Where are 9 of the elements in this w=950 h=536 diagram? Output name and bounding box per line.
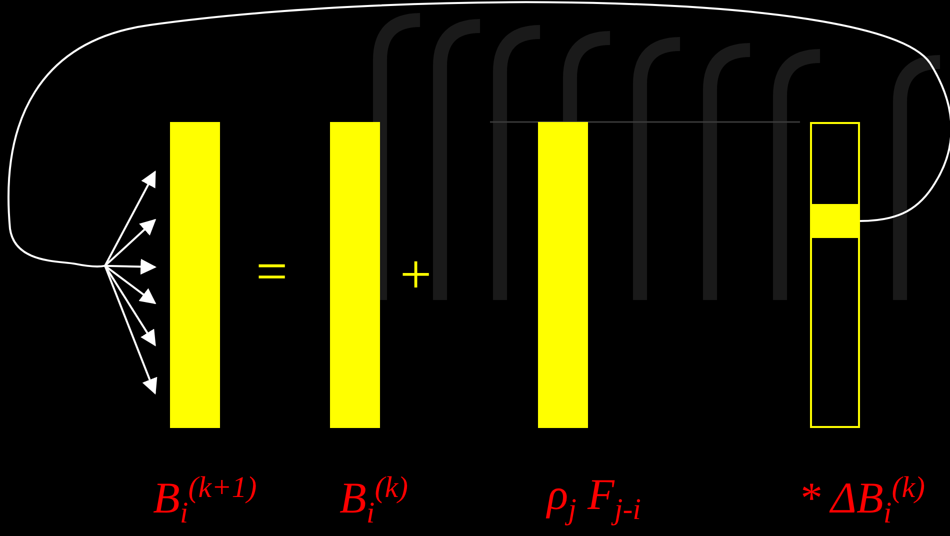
filled-bar [538, 122, 588, 428]
filled-bar [330, 122, 380, 428]
highlighted-segment [812, 204, 860, 238]
formula-term: ρ$_{j}$ F$_{j-i}$ [547, 473, 642, 525]
filled-bar [170, 122, 220, 428]
operator-sign: = [256, 244, 288, 300]
branching-arrow [8, 1, 950, 395]
outlined-bar [810, 122, 860, 428]
operator-sign: + [400, 247, 432, 303]
